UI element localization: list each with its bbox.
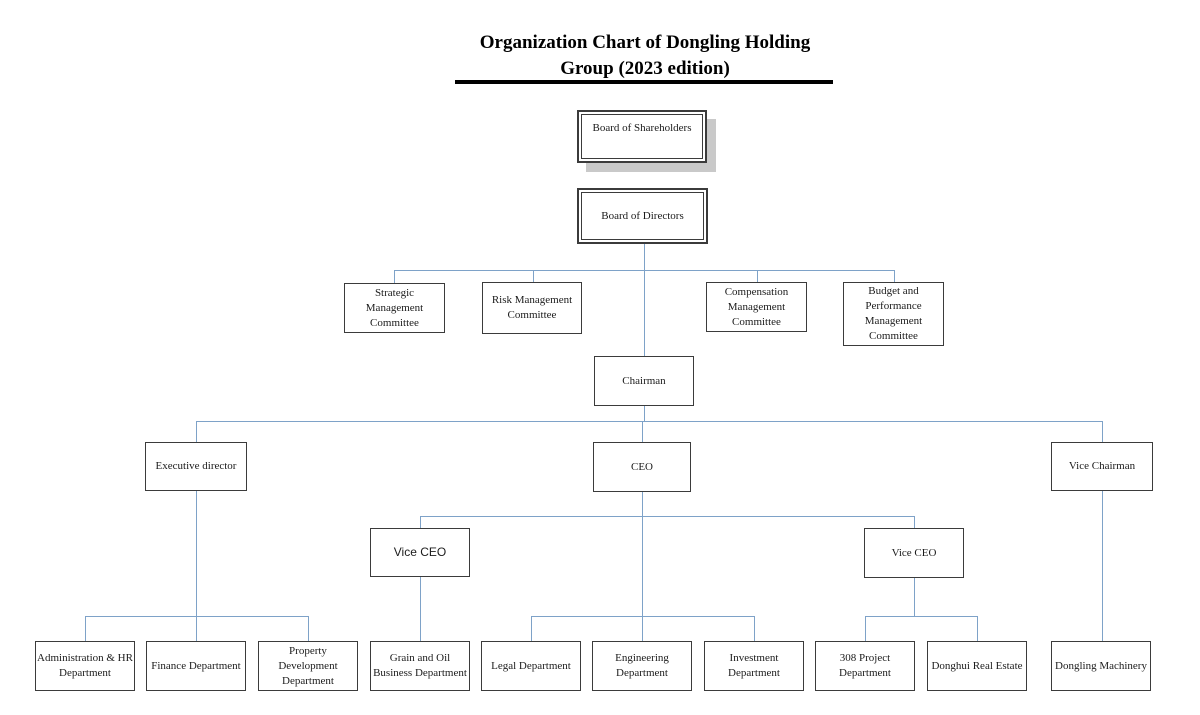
- node-executive-director: Executive director: [145, 442, 247, 491]
- node-donghui-real-estate: Donghui Real Estate: [927, 641, 1027, 691]
- connector-line: [642, 421, 643, 442]
- connector-line: [1102, 491, 1103, 641]
- connector-line: [865, 616, 978, 617]
- node-investment-department: Investment Department: [704, 641, 804, 691]
- connector-line: [977, 616, 978, 641]
- title-underline: [455, 80, 833, 84]
- node-engineering-department: Engineering Department: [592, 641, 692, 691]
- connector-line: [914, 516, 915, 528]
- node-admin-hr-department: Administration & HR Department: [35, 641, 135, 691]
- connector-line: [757, 270, 758, 282]
- connector-line: [196, 421, 1103, 422]
- node-legal-department: Legal Department: [481, 641, 581, 691]
- node-strategic-management-committee: Strategic Management Committee: [344, 283, 445, 333]
- connector-line: [644, 406, 645, 421]
- node-vice-chairman: Vice Chairman: [1051, 442, 1153, 491]
- node-board-of-shareholders: Board of Shareholders: [577, 110, 707, 163]
- connector-line: [642, 492, 643, 641]
- node-ceo: CEO: [593, 442, 691, 492]
- node-vice-ceo-right: Vice CEO: [864, 528, 964, 578]
- connector-line: [754, 616, 755, 641]
- connector-line: [914, 578, 915, 616]
- node-compensation-management-committee: Compensation Management Committee: [706, 282, 807, 332]
- connector-line: [420, 516, 421, 528]
- node-property-development-department: Property Development Department: [258, 641, 358, 691]
- chart-title-line1: Organization Chart of Dongling Holding: [479, 32, 811, 53]
- node-board-of-directors: Board of Directors: [577, 188, 708, 244]
- connector-line: [308, 616, 309, 641]
- node-finance-department: Finance Department: [146, 641, 246, 691]
- connector-line: [531, 616, 532, 641]
- node-grain-oil-business-department: Grain and Oil Business Department: [370, 641, 470, 691]
- connector-line: [394, 270, 895, 271]
- connector-line: [196, 421, 197, 442]
- connector-line: [533, 270, 534, 282]
- node-chairman: Chairman: [594, 356, 694, 406]
- node-risk-management-committee: Risk Management Committee: [482, 282, 582, 334]
- connector-line: [531, 616, 755, 617]
- connector-line: [85, 616, 309, 617]
- chart-title-line2: Group (2023 edition): [560, 58, 730, 79]
- node-vice-ceo-left: Vice CEO: [370, 528, 470, 577]
- node-308-project-department: 308 Project Department: [815, 641, 915, 691]
- connector-line: [420, 516, 915, 517]
- connector-line: [85, 616, 86, 641]
- connector-line: [394, 270, 395, 283]
- connector-line: [420, 577, 421, 641]
- connector-line: [644, 244, 645, 356]
- connector-line: [1102, 421, 1103, 442]
- node-budget-performance-management-committee: Budget and Performance Management Commit…: [843, 282, 944, 346]
- connector-line: [865, 616, 866, 641]
- connector-line: [196, 491, 197, 641]
- chart-title: Organization Chart of Dongling Holding G…: [410, 30, 880, 82]
- node-dongling-machinery: Dongling Machinery: [1051, 641, 1151, 691]
- connector-line: [894, 270, 895, 282]
